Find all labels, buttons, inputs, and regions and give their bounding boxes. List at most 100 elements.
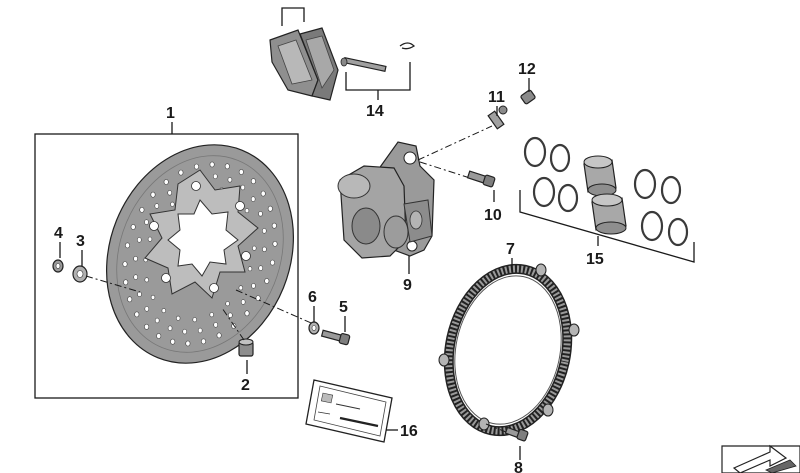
abs-ring-icon[interactable] (434, 258, 582, 443)
disc-hole (224, 163, 230, 170)
disc-hole (238, 285, 244, 291)
disc-hole (213, 322, 218, 328)
pad-clip-icon[interactable] (399, 42, 416, 50)
disc-hole (261, 228, 267, 234)
bleed-cap-icon[interactable] (520, 89, 536, 105)
disc-hole (125, 242, 131, 249)
disc-hole (250, 196, 256, 202)
callout-4: 4 (54, 225, 63, 242)
disc-hole (161, 308, 167, 314)
disc-hole (139, 206, 145, 213)
callout-1: 1 (166, 105, 175, 122)
disc-hole (267, 205, 273, 212)
disc-hole (227, 177, 233, 183)
disc-hole (163, 179, 169, 185)
brake-caliper-icon[interactable] (337, 141, 435, 259)
disc-hole (250, 178, 256, 185)
arrow-icon (721, 444, 800, 473)
disc-hub-opening (167, 199, 239, 277)
disc-hole (271, 222, 277, 229)
callout-12: 12 (518, 61, 536, 78)
piston-icon[interactable] (583, 155, 617, 197)
disc-hole (150, 294, 156, 300)
callout-11: 11 (488, 89, 505, 106)
disc-hole (144, 219, 149, 225)
disc-assembly-box (34, 133, 299, 399)
disc-hole (213, 173, 218, 180)
disc-hole (209, 312, 214, 318)
callout-15: 15 (586, 251, 604, 268)
disc-hole (170, 201, 175, 207)
callout-5: 5 (339, 299, 348, 316)
disc-hole (144, 277, 149, 283)
disc-hole (244, 310, 250, 317)
disc-hole (252, 245, 257, 251)
disc-hole (258, 211, 263, 217)
washer-icon[interactable] (308, 321, 320, 335)
callout-6: 6 (308, 289, 317, 306)
bolt-icon[interactable] (504, 426, 529, 442)
disc-hole (185, 340, 191, 347)
disc-hole (170, 338, 176, 345)
disc-hole (240, 299, 246, 305)
bolt-icon[interactable] (238, 338, 254, 357)
disc-hole (258, 265, 264, 271)
disc-hole (197, 327, 203, 334)
disc-hole (182, 328, 187, 335)
disc-hole (150, 191, 156, 198)
disc-hole (122, 261, 128, 267)
disc-hole (127, 296, 133, 303)
disc-hole (167, 190, 172, 196)
disc-hole (262, 246, 267, 253)
disc-hole (244, 208, 250, 214)
callout-14: 14 (366, 103, 384, 120)
disc-hole (272, 240, 278, 247)
callout-16: 16 (400, 423, 418, 440)
disc-hole (269, 259, 275, 266)
disc-hole (144, 306, 150, 312)
callout-10: 10 (484, 207, 502, 224)
disc-hole (154, 203, 160, 209)
piston-icon[interactable] (591, 193, 627, 235)
seal-ring-icon[interactable] (523, 136, 689, 247)
callout-9: 9 (403, 277, 412, 294)
disc-hole (176, 315, 181, 321)
disc-hole (167, 325, 173, 331)
disc-hole (178, 169, 184, 176)
disc-hole (137, 237, 142, 243)
disc-hole (247, 266, 253, 272)
bolt-icon[interactable] (466, 170, 496, 188)
disc-hole (209, 161, 215, 168)
disc-hole (255, 295, 261, 301)
bleed-screw-icon[interactable] (487, 105, 508, 130)
disc-hole (201, 338, 207, 345)
callout-8: 8 (514, 460, 523, 473)
brake-pad-icon[interactable] (299, 27, 339, 101)
disc-hole (192, 317, 197, 323)
disc-hole (130, 224, 136, 230)
brake-disc-icon[interactable] (75, 116, 326, 391)
disc-hole (238, 169, 244, 175)
brake-pad-icon[interactable] (269, 29, 319, 97)
disc-bolt-holes (149, 181, 251, 293)
disc-hole (147, 236, 153, 242)
washer-icon[interactable] (72, 265, 88, 283)
disc-hole (134, 311, 140, 318)
pad-pin-icon[interactable] (340, 56, 387, 73)
disc-hole (137, 291, 142, 297)
disc-hole (133, 256, 138, 262)
disc-hole (194, 163, 200, 170)
callout-7: 7 (506, 241, 515, 258)
disc-hole (251, 283, 256, 289)
callout-3: 3 (76, 233, 85, 250)
disc-hole (133, 274, 138, 280)
washer-icon[interactable] (52, 259, 64, 273)
callout-2: 2 (241, 377, 250, 394)
label-icon[interactable] (305, 379, 393, 443)
disc-hole (228, 312, 233, 318)
disc-hole (156, 333, 162, 339)
disc-hole (264, 278, 270, 284)
disc-hole (260, 190, 266, 197)
bolt-icon[interactable] (320, 329, 351, 346)
